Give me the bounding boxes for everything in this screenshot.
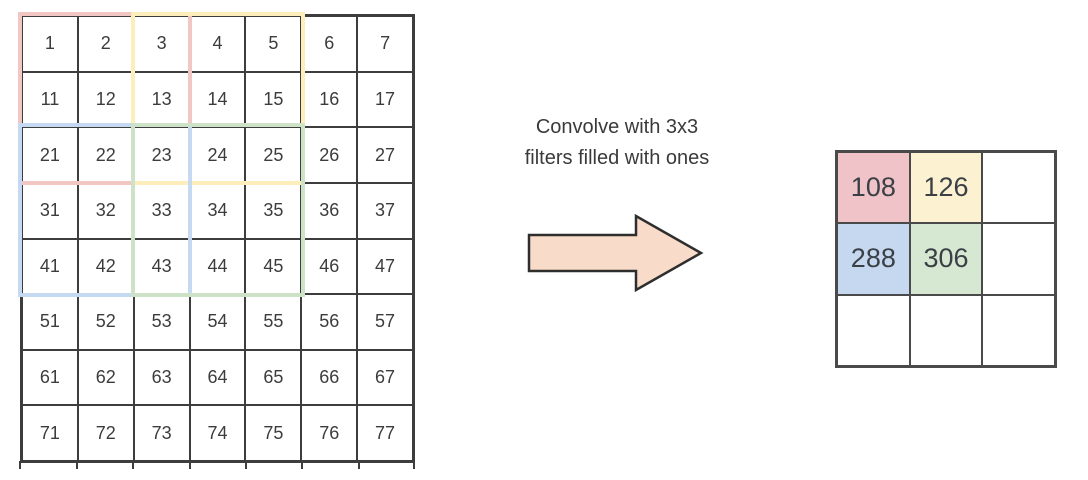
input-cell: 16 bbox=[301, 71, 358, 128]
input-cell: 55 bbox=[245, 294, 302, 350]
input-cell: 75 bbox=[245, 405, 302, 461]
output-cell bbox=[909, 294, 983, 366]
filter-overlay-pink bbox=[18, 12, 192, 185]
input-cell: 73 bbox=[133, 405, 190, 461]
output-cell bbox=[837, 294, 910, 366]
input-cell: 33 bbox=[133, 182, 190, 239]
output-cell bbox=[982, 152, 1055, 224]
input-cell: 6 bbox=[301, 16, 358, 72]
input-cell: 74 bbox=[189, 405, 246, 461]
input-cell: 56 bbox=[301, 294, 358, 350]
input-cell: 66 bbox=[301, 349, 358, 406]
input-cell: 34 bbox=[189, 182, 246, 239]
input-cell: 37 bbox=[357, 182, 413, 239]
input-cell: 35 bbox=[245, 182, 302, 239]
caption-line2: filters filled with ones bbox=[524, 147, 710, 169]
input-cell: 54 bbox=[189, 294, 246, 350]
input-cell: 36 bbox=[301, 182, 358, 239]
input-cell: 77 bbox=[357, 405, 413, 461]
input-cell: 46 bbox=[301, 238, 358, 295]
input-cell: 42 bbox=[77, 238, 134, 295]
input-cell: 26 bbox=[301, 127, 358, 183]
grid-stub bbox=[413, 461, 415, 469]
output-cell: 108 bbox=[837, 152, 910, 224]
input-cell: 53 bbox=[133, 294, 190, 350]
output-cell bbox=[982, 223, 1055, 295]
input-cell: 4 bbox=[189, 16, 246, 72]
input-cell: 52 bbox=[77, 294, 134, 350]
input-cell: 1 bbox=[22, 16, 78, 72]
input-cell: 3 bbox=[133, 16, 190, 72]
grid-stub bbox=[358, 461, 360, 469]
input-cell: 31 bbox=[22, 182, 78, 239]
grid-stub bbox=[76, 461, 78, 469]
filter-overlay-yellow bbox=[131, 12, 305, 185]
grid-stub bbox=[301, 461, 303, 469]
input-cell: 71 bbox=[22, 405, 78, 461]
output-cell: 288 bbox=[837, 223, 910, 295]
filter-overlay-green bbox=[131, 123, 305, 297]
input-cell: 61 bbox=[22, 349, 78, 406]
input-cell: 67 bbox=[357, 349, 413, 406]
right-arrow-icon bbox=[527, 212, 705, 296]
input-cell: 7 bbox=[357, 16, 413, 72]
grid-stub bbox=[19, 461, 21, 469]
input-cell: 12 bbox=[77, 71, 134, 128]
input-cell: 25 bbox=[245, 127, 302, 183]
output-cell bbox=[982, 294, 1055, 366]
input-cell: 65 bbox=[245, 349, 302, 406]
input-cell: 17 bbox=[357, 71, 413, 128]
caption: Convolve with 3x3 filters filled with on… bbox=[487, 112, 747, 174]
input-cell: 47 bbox=[357, 238, 413, 295]
input-cell: 2 bbox=[77, 16, 134, 72]
output-cell: 306 bbox=[909, 223, 983, 295]
input-cell: 62 bbox=[77, 349, 134, 406]
input-cell: 41 bbox=[22, 238, 78, 295]
input-cell: 51 bbox=[22, 294, 78, 350]
output-cell: 126 bbox=[909, 152, 983, 224]
input-cell: 76 bbox=[301, 405, 358, 461]
input-cell: 27 bbox=[357, 127, 413, 183]
input-cell: 22 bbox=[77, 127, 134, 183]
input-cell: 45 bbox=[245, 238, 302, 295]
input-cell: 63 bbox=[133, 349, 190, 406]
input-cell: 64 bbox=[189, 349, 246, 406]
input-cell: 57 bbox=[357, 294, 413, 350]
grid-stub bbox=[245, 461, 247, 469]
input-cell: 72 bbox=[77, 405, 134, 461]
input-cell: 21 bbox=[22, 127, 78, 183]
grid-stub bbox=[189, 461, 191, 469]
input-cell: 5 bbox=[245, 16, 302, 72]
caption-line1: Convolve with 3x3 bbox=[535, 116, 699, 138]
filter-overlay-blue bbox=[18, 123, 192, 297]
input-cell: 32 bbox=[77, 182, 134, 239]
grid-stub bbox=[132, 461, 134, 469]
input-cell: 15 bbox=[245, 71, 302, 128]
